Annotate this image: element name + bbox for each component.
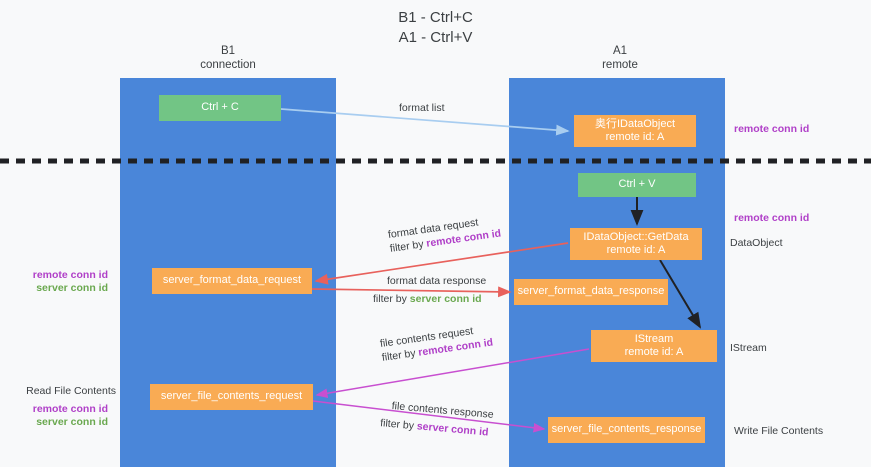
margin-label-dataobject: DataObject — [730, 237, 783, 249]
edge-label-format-list: format list — [399, 101, 445, 115]
node-idataobject-line1: 奥行IDataObject — [594, 117, 676, 130]
edge-label-file-contents-response: file contents response filter by server … — [380, 399, 495, 440]
filter-prefix: filter by — [381, 346, 420, 364]
node-idataobject[interactable]: 奥行IDataObject remote id: A — [574, 115, 696, 147]
lane-header-b1-sub: connection — [200, 59, 256, 71]
node-idataobject-getdata[interactable]: IDataObject::GetData remote id: A — [570, 228, 702, 260]
node-ctrl-v-label: Ctrl + V — [618, 178, 656, 191]
node-istream[interactable]: IStream remote id: A — [591, 330, 717, 362]
node-istream-line2: remote id: A — [624, 346, 684, 358]
node-getdata-line1: IDataObject::GetData — [583, 230, 689, 243]
filter-key-server-conn-id: server conn id — [409, 293, 482, 305]
margin-label-remote-conn-id-mid: remote conn id — [734, 212, 810, 224]
node-server-file-contents-response-label: server_file_contents_response — [551, 423, 702, 436]
lane-header-b1: B1 connection — [148, 44, 308, 72]
diagram-title: B1 - Ctrl+C A1 - Ctrl+V — [0, 8, 871, 48]
lane-header-b1-name: B1 — [220, 45, 236, 57]
node-server-format-data-request[interactable]: server_format_data_request — [152, 268, 312, 294]
margin-label-left-remote-conn-id-mid: remote conn id — [32, 269, 108, 281]
node-server-format-data-response[interactable]: server_format_data_response — [514, 279, 668, 305]
margin-label-istream: IStream — [730, 342, 767, 354]
margin-label-left-server-conn-id-bottom: server conn id — [36, 416, 108, 428]
node-server-file-contents-request-label: server_file_contents_request — [160, 390, 303, 403]
edge-label-file-contents-request: file contents request filter by remote c… — [379, 322, 494, 365]
margin-label-write-file-contents: Write File Contents — [734, 425, 824, 437]
edge-label-format-data-response-text: format data response — [387, 275, 487, 287]
filter-prefix: filter by — [373, 293, 410, 305]
filter-prefix: filter by — [379, 417, 418, 433]
title-line-1: B1 - Ctrl+C — [398, 9, 473, 26]
margin-label-left-server-conn-id-mid: server conn id — [36, 282, 108, 294]
node-server-format-data-response-label: server_format_data_response — [517, 285, 665, 298]
node-server-file-contents-response[interactable]: server_file_contents_response — [548, 417, 705, 443]
node-server-format-data-request-label: server_format_data_request — [162, 274, 302, 287]
lane-header-a1-name: A1 — [612, 45, 628, 57]
node-istream-line1: IStream — [634, 332, 674, 345]
node-idataobject-line2: remote id: A — [605, 131, 665, 143]
lane-header-a1-sub: remote — [602, 59, 638, 71]
node-ctrl-c-label: Ctrl + C — [201, 101, 239, 114]
title-line-2: A1 - Ctrl+V — [398, 29, 473, 46]
node-ctrl-c[interactable]: Ctrl + C — [159, 95, 281, 121]
node-ctrl-v[interactable]: Ctrl + V — [578, 173, 696, 197]
edge-label-format-data-response-filter: filter by server conn id — [373, 292, 486, 306]
margin-label-read-file-contents: Read File Contents — [26, 385, 116, 397]
edge-label-format-data-request: format data request filter by remote con… — [387, 213, 502, 256]
filter-prefix: filter by — [389, 237, 428, 255]
edge-label-format-data-response: format data response filter by server co… — [373, 274, 487, 306]
margin-label-left-remote-conn-id-bottom: remote conn id — [32, 403, 108, 415]
node-getdata-line2: remote id: A — [606, 244, 666, 256]
lane-header-a1: A1 remote — [540, 44, 700, 72]
filter-key-server-conn-id: server conn id — [416, 420, 489, 439]
edge-label-format-list-text: format list — [399, 102, 445, 114]
margin-label-remote-conn-id-top: remote conn id — [734, 123, 810, 135]
node-server-file-contents-request[interactable]: server_file_contents_request — [150, 384, 313, 410]
